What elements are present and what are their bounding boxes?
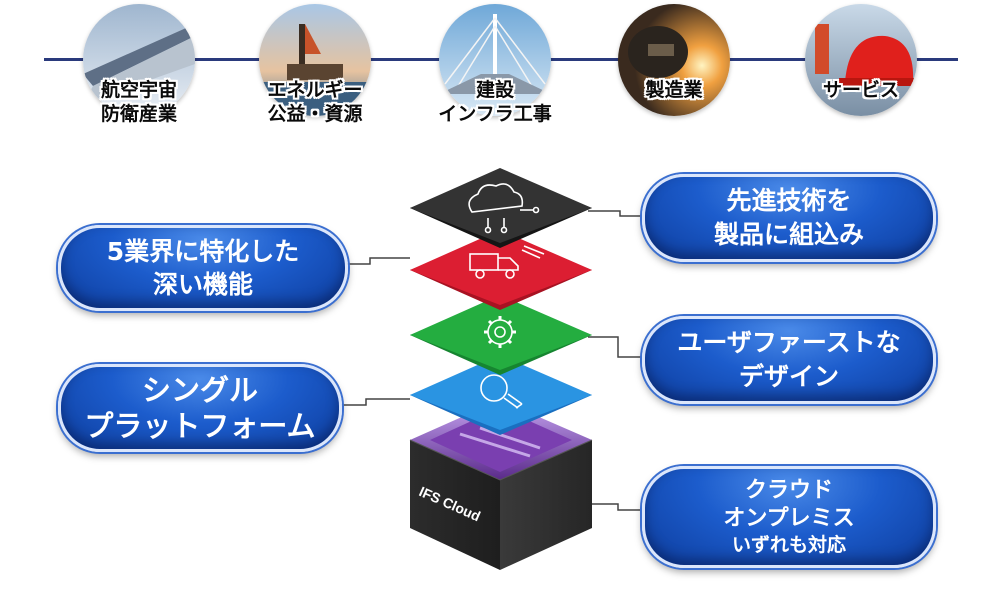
feature-line: 深い機能	[152, 270, 253, 299]
feature-line: 5業界に特化した	[106, 237, 300, 266]
industry-energy[interactable]: エネルギー 公益・資源	[253, 4, 377, 134]
layer-red	[410, 230, 592, 310]
lightbulb-icon	[480, 374, 523, 409]
feature-industry-specific: 5業界に特化した 深い機能	[58, 225, 348, 311]
gear-icon	[484, 316, 516, 348]
feature-line: いずれも対応	[731, 534, 846, 556]
industry-label: 建設 インフラ工事	[438, 79, 552, 125]
feature-line: ユーザファーストな	[677, 328, 901, 357]
industry-label: エネルギー 公益・資源	[267, 79, 363, 125]
feature-single-platform: シングル プラットフォーム	[58, 364, 342, 452]
feature-user-first-design: ユーザファーストな デザイン	[642, 316, 936, 404]
airplane-wing-photo-icon	[83, 4, 195, 116]
hardhat-photo-icon	[805, 4, 917, 116]
industry-label: 製造業	[645, 79, 703, 101]
cloud-network-icon	[468, 183, 540, 234]
industry-service[interactable]: サービス	[799, 4, 923, 134]
industry-label: サービス	[822, 79, 899, 101]
feature-line: シングル	[141, 373, 258, 407]
industry-aerospace[interactable]: 航空宇宙 防衛産業	[77, 4, 201, 134]
ifs-cloud-layer-stack: IFS Cloud	[409, 168, 593, 570]
oil-rig-photo-icon	[259, 4, 371, 116]
industry-label: 航空宇宙 防衛産業	[100, 79, 177, 125]
layer-blue	[410, 355, 592, 435]
industry-manufacturing[interactable]: 製造業	[612, 4, 736, 134]
welding-photo-icon	[618, 4, 730, 116]
feature-cloud-onpremise: クラウド オンプレミス いずれも対応	[642, 466, 936, 568]
bridge-photo-icon	[439, 4, 551, 116]
layer-green	[410, 295, 592, 375]
feature-line: 製品に組込み	[713, 220, 864, 249]
feature-line: 先進技術を	[726, 186, 852, 215]
ifs-cloud-base-box	[409, 400, 593, 570]
feature-line: プラットフォーム	[84, 409, 316, 443]
feature-line: デザイン	[738, 362, 839, 391]
feature-line: オンプレミス	[723, 506, 855, 531]
industry-construction[interactable]: 建設 インフラ工事	[433, 4, 557, 134]
truck-icon	[469, 245, 545, 279]
layer-dark	[410, 168, 592, 248]
feature-advanced-tech: 先進技術を 製品に組込み	[642, 174, 936, 262]
feature-line: クラウド	[744, 478, 833, 503]
